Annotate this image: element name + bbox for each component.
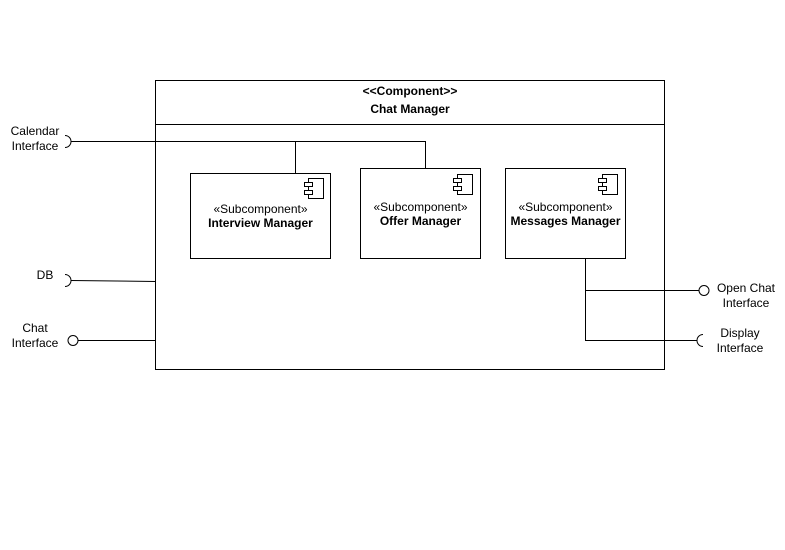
component-icon [304,178,324,199]
component-icon [598,174,618,195]
subcomponent-stereotype: «Subcomponent» [373,200,468,214]
display-socket [696,334,704,347]
calendar-socket [64,135,72,148]
db-connector [70,280,156,282]
subcomponent-stereotype: «Subcomponent» [213,202,308,216]
subcomponent-name: Interview Manager [208,216,313,230]
db-socket [64,274,72,287]
chat-interface-label: Chat Interface [11,321,59,350]
subcomponent-name: Offer Manager [379,214,462,228]
calendar-interface-label: Calendar Interface [10,124,60,153]
component-stereotype: <<Component>> [362,84,458,98]
subcomponent-messages-manager[interactable]: «Subcomponent» Messages Manager [505,168,626,259]
display-connector [585,258,697,341]
open-chat-interface-label: Open Chat Interface [716,281,776,310]
component-outline [155,80,665,370]
subcomponent-interview-manager[interactable]: «Subcomponent» Interview Manager [190,173,331,259]
component-icon [453,174,473,195]
open-chat-lollipop [698,285,710,296]
component-title: Chat Manager [370,102,450,116]
calendar-connector [71,141,426,168]
chat-lollipop [67,335,79,346]
subcomponent-offer-manager[interactable]: «Subcomponent» Offer Manager [360,168,481,259]
db-interface-label: DB [36,268,54,282]
subcomponent-name: Messages Manager [510,214,621,228]
subcomponent-stereotype: «Subcomponent» [518,200,613,214]
display-interface-label: Display Interface [716,326,764,355]
